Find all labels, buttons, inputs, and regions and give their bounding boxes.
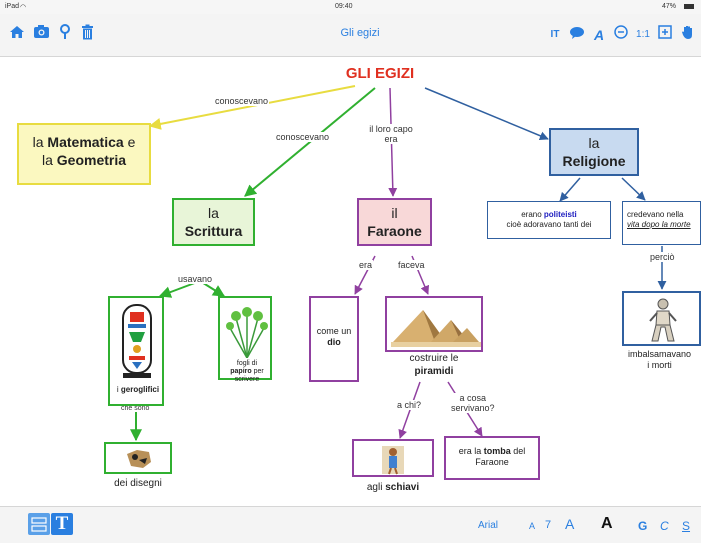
status-bar: iPad ◠ 09:40 47% — [0, 0, 701, 14]
link-label-a-chi[interactable]: a chi? — [396, 400, 423, 410]
zoom-level[interactable]: 1:1 — [636, 29, 650, 40]
node-geroglifici[interactable]: i geroglifici — [108, 296, 164, 406]
node-disegni-caption[interactable]: dei disegni — [114, 478, 162, 489]
format-bar: T Arial A 7 A A G C S — [0, 506, 701, 543]
drawing-image — [127, 450, 151, 468]
font-size-small-button[interactable]: A — [529, 521, 536, 531]
battery-level: 47% — [662, 3, 677, 10]
home-icon[interactable] — [6, 24, 28, 46]
concept-map-canvas[interactable]: GLI EGIZI conoscevano conoscevano il lor… — [0, 56, 701, 500]
link-label-che-sono[interactable]: che sono — [120, 405, 151, 412]
battery-icon — [684, 4, 694, 9]
embalmer-figure-image — [649, 298, 677, 342]
node-schiavi-caption[interactable]: agli schiavi — [366, 482, 420, 493]
node-imbalsamavano-image[interactable] — [622, 291, 701, 346]
underline-button[interactable]: S — [682, 519, 691, 533]
document-title: Gli egizi — [340, 27, 380, 39]
speech-bubble-icon[interactable] — [566, 24, 588, 46]
camera-icon[interactable] — [30, 24, 52, 46]
link-label-usavano[interactable]: usavano — [177, 274, 214, 284]
hand-icon[interactable] — [677, 24, 699, 46]
font-size-large-button[interactable]: A — [601, 515, 613, 532]
node-piramidi-image[interactable] — [385, 296, 483, 352]
trash-icon[interactable] — [76, 24, 98, 46]
papyrus-plant-image — [226, 307, 268, 358]
translate-icon[interactable]: A — [593, 27, 605, 43]
map-title[interactable]: GLI EGIZI — [345, 65, 415, 82]
node-disegni-image[interactable] — [104, 442, 172, 474]
font-size-medium-button[interactable]: A — [565, 516, 575, 532]
minus-circle-icon[interactable] — [610, 24, 632, 46]
text-tool-button[interactable]: T — [51, 513, 73, 535]
link-label-percio[interactable]: perciò — [649, 252, 676, 262]
shapes-tool-icon[interactable] — [28, 513, 50, 535]
bold-button[interactable]: G — [638, 519, 648, 533]
language-selector[interactable]: IT — [550, 29, 560, 40]
italic-button[interactable]: C — [660, 519, 669, 533]
wifi-icon: ◠ — [20, 4, 27, 11]
slave-figure-image — [382, 446, 404, 475]
node-schiavi-image[interactable] — [352, 439, 434, 477]
expand-icon[interactable] — [654, 24, 676, 46]
font-selector[interactable]: Arial — [478, 520, 499, 531]
link-label-era[interactable]: era — [358, 260, 374, 270]
font-size-value[interactable]: 7 — [545, 519, 552, 531]
link-label-faceva[interactable]: faceva — [397, 260, 426, 270]
link-label-conoscevano[interactable]: conoscevano — [275, 132, 331, 142]
pyramids-image — [391, 302, 481, 348]
link-label-conoscevano[interactable]: conoscevano — [214, 96, 270, 106]
toolbar: Gli egizi IT A 1:1 — [0, 14, 701, 57]
cartouche-image — [122, 304, 152, 378]
device-name: iPad — [5, 3, 20, 10]
pin-icon[interactable] — [54, 24, 76, 46]
clock: 09:40 — [335, 3, 353, 10]
